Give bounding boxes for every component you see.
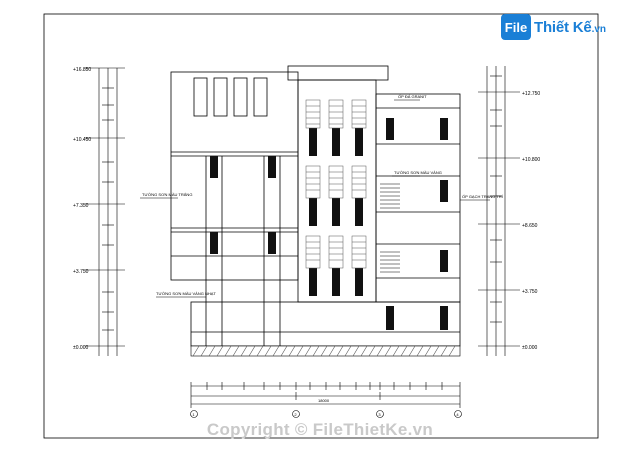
left-level-5: ±0.000 [73, 345, 88, 351]
building-elevation [170, 65, 461, 347]
axis-label-3: 3 [378, 412, 381, 417]
logo-text: Thiết Kế [534, 18, 592, 36]
annotation-white-wall: TƯỜNG SƠN MÀU TRẮNG [142, 192, 192, 197]
annotation-leaders [140, 99, 490, 298]
axis-label-2: 2 [294, 412, 297, 417]
stair-louvres [380, 183, 400, 273]
left-level-1: +16.850 [73, 67, 91, 73]
right-level-4: +3.750 [522, 289, 538, 295]
dimension-chain [190, 382, 461, 408]
site-logo: File Thiết Kế .vn [501, 14, 606, 40]
dimension-total: 18000 [318, 398, 330, 403]
sheet-frame [43, 13, 599, 439]
copyright-watermark: Copyright © FileThietKe.vn [206, 420, 434, 439]
axis-label-1: 1 [192, 412, 195, 417]
left-level-3: +7.350 [73, 203, 89, 209]
right-level-scale [478, 66, 520, 356]
axis-label-4: 4 [456, 412, 459, 417]
left-level-4: +3.750 [73, 269, 89, 275]
annotation-light-yellow-wall: TƯỜNG SƠN MÀU VÀNG NHẠT [156, 291, 216, 296]
left-level-2: +10.450 [73, 137, 91, 143]
annotation-decor-brick: ỐP GẠCH TRANG TRÍ [462, 194, 504, 199]
axis-markers [190, 410, 462, 418]
right-level-2: +10.800 [522, 157, 540, 163]
annotation-yellow-wall: TƯỜNG SƠN MÀU VÀNG [394, 170, 442, 175]
right-level-5: ±0.000 [522, 345, 537, 351]
ground-hatch [190, 345, 461, 357]
right-level-1: +12.750 [522, 91, 540, 97]
right-level-3: +8.650 [522, 223, 538, 229]
logo-tld: .vn [591, 23, 607, 35]
left-level-scale [85, 67, 125, 356]
decorative-brick-panels [305, 99, 367, 269]
annotation-granite: ỐP ĐÁ GRANIT [398, 94, 427, 99]
logo-badge: File [501, 14, 531, 40]
window-set [210, 118, 448, 330]
